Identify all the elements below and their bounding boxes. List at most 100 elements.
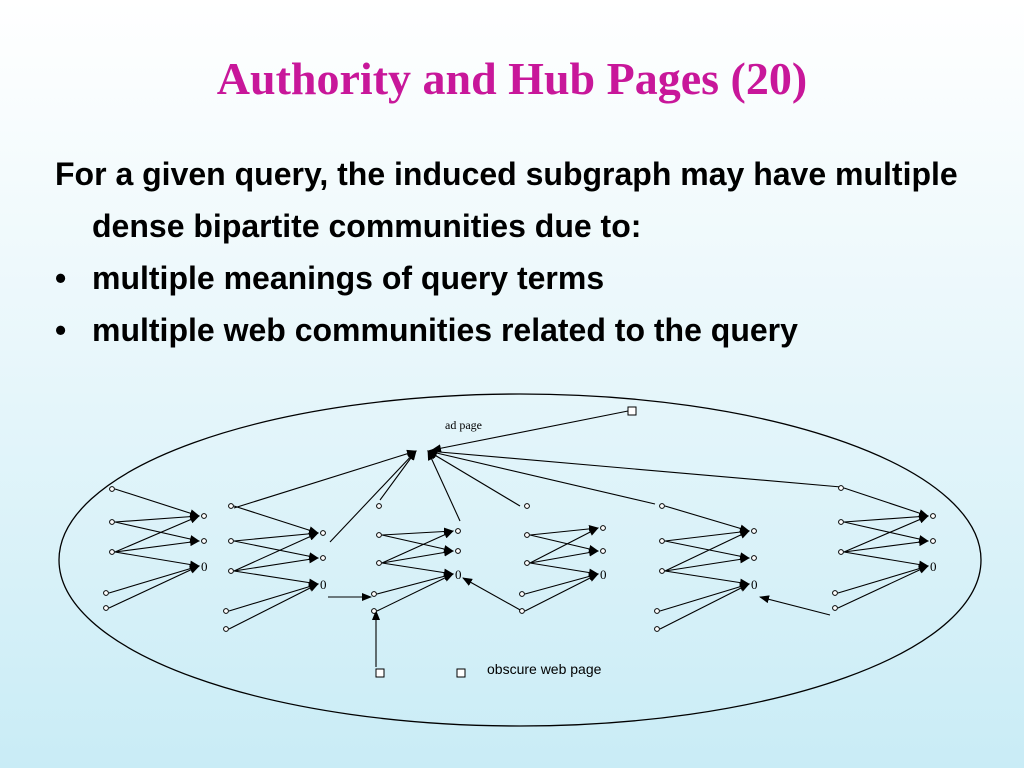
authority-page-node: 0 [751, 577, 758, 592]
hub-to-authority-edge [664, 540, 750, 561]
hub-to-authority-edge [843, 515, 929, 553]
web-graph-boundary [58, 393, 982, 727]
authority-page-node [751, 528, 757, 534]
obscure-web-page-label: obscure web page [487, 661, 602, 677]
hub-page-node [109, 519, 115, 525]
authority-page-node [201, 538, 207, 544]
authority-page-node [320, 555, 326, 561]
hub-to-authority-edge [381, 527, 454, 536]
link-to-ad-page-edge [379, 450, 417, 501]
hub-to-authority-edge [664, 570, 750, 587]
hub-to-authority-edge [529, 524, 599, 536]
hub-to-authority-edge [228, 583, 319, 630]
hub-to-authority-edge [114, 521, 200, 543]
hub-page-node [228, 568, 234, 574]
hub-to-authority-edge [664, 530, 750, 572]
bullet-item: • multiple meanings of query terms [55, 252, 995, 304]
ad-page-label: ad page [445, 418, 482, 432]
hub-to-authority-edge [233, 505, 319, 535]
authority-page-node [600, 525, 606, 531]
hub-to-authority-edge [529, 562, 599, 577]
link-to-ad-page-edge [233, 449, 417, 509]
link-to-ad-page-edge [329, 450, 417, 543]
ad-page-node [627, 406, 637, 416]
bullet-item: • multiple web communities related to th… [55, 304, 995, 356]
authority-page-node [455, 548, 461, 554]
hub-to-authority-edge [524, 573, 599, 612]
bullet-text: multiple web communities related to the … [92, 312, 798, 348]
hub-page-node [832, 605, 838, 611]
bullet-marker: • [55, 260, 67, 296]
hub-page-node [109, 486, 115, 492]
authority-page-node: 0 [320, 577, 327, 592]
hub-to-authority-edge [381, 530, 454, 564]
hub-to-authority-edge [843, 538, 929, 553]
bullet-list: • multiple meanings of query terms • mul… [55, 252, 995, 356]
hub-to-authority-edge [114, 538, 200, 553]
obscure-page-link-edge [759, 595, 831, 616]
hub-page-node [838, 549, 844, 555]
hub-to-authority-edge [529, 527, 599, 564]
hub-page-node [519, 591, 525, 597]
hub-to-authority-edge [529, 548, 599, 564]
hub-to-authority-edge [233, 540, 319, 561]
ad-page-link-edge [431, 410, 629, 453]
slide-body: For a given query, the induced subgraph … [55, 148, 995, 356]
obscure-web-page-node [456, 668, 466, 678]
authority-page-node: 0 [455, 567, 462, 582]
link-to-ad-page-edge [427, 450, 521, 507]
hub-page-node [103, 605, 109, 611]
hub-page-node [376, 503, 382, 509]
hub-page-node [654, 608, 660, 614]
hub-to-authority-edge [108, 565, 200, 609]
hub-page-node [376, 560, 382, 566]
bullet-text: multiple meanings of query terms [92, 260, 605, 296]
hub-to-authority-edge [376, 573, 454, 612]
hub-to-authority-edge [376, 572, 454, 595]
hub-page-node [524, 503, 530, 509]
hub-page-node [519, 608, 525, 614]
hub-to-authority-edge [664, 528, 750, 542]
authority-page-node [600, 548, 606, 554]
hub-page-node [832, 590, 838, 596]
hub-page-node [228, 538, 234, 544]
authority-page-node [455, 528, 461, 534]
hub-to-authority-edge [664, 505, 750, 533]
hub-to-authority-edge [381, 534, 454, 553]
hub-page-node [654, 626, 660, 632]
hub-page-node [371, 608, 377, 614]
hub-page-node [223, 608, 229, 614]
hub-to-authority-edge [233, 555, 319, 572]
hub-page-node [524, 532, 530, 538]
obscure-page-link-edge [462, 577, 523, 612]
page-node [375, 668, 385, 678]
hub-to-authority-edge [843, 551, 929, 569]
hub-page-node [659, 538, 665, 544]
hub-to-authority-edge [843, 521, 929, 543]
authority-page-node: 0 [600, 567, 607, 582]
hub-page-node [659, 568, 665, 574]
hub-to-authority-edge [233, 529, 319, 542]
authority-page-node [320, 530, 326, 536]
hub-to-authority-edge [843, 487, 929, 517]
hub-to-authority-edge [524, 572, 599, 595]
hub-page-node [109, 549, 115, 555]
link-to-ad-page-edge [427, 450, 461, 522]
hub-to-authority-edge [114, 515, 200, 553]
hub-page-node [659, 503, 665, 509]
hub-to-authority-edge [228, 582, 319, 612]
hub-to-authority-edge [664, 555, 750, 572]
authority-page-node [751, 555, 757, 561]
intro-text: For a given query, the induced subgraph … [55, 156, 958, 244]
hub-to-authority-edge [114, 488, 200, 518]
authority-page-node [201, 513, 207, 519]
hub-to-authority-edge [659, 582, 750, 612]
hub-to-authority-edge [843, 512, 929, 523]
hub-page-node [838, 519, 844, 525]
bullet-marker: • [55, 312, 67, 348]
hub-page-node [838, 485, 844, 491]
hub-page-node [371, 591, 377, 597]
hub-to-authority-edge [381, 548, 454, 564]
